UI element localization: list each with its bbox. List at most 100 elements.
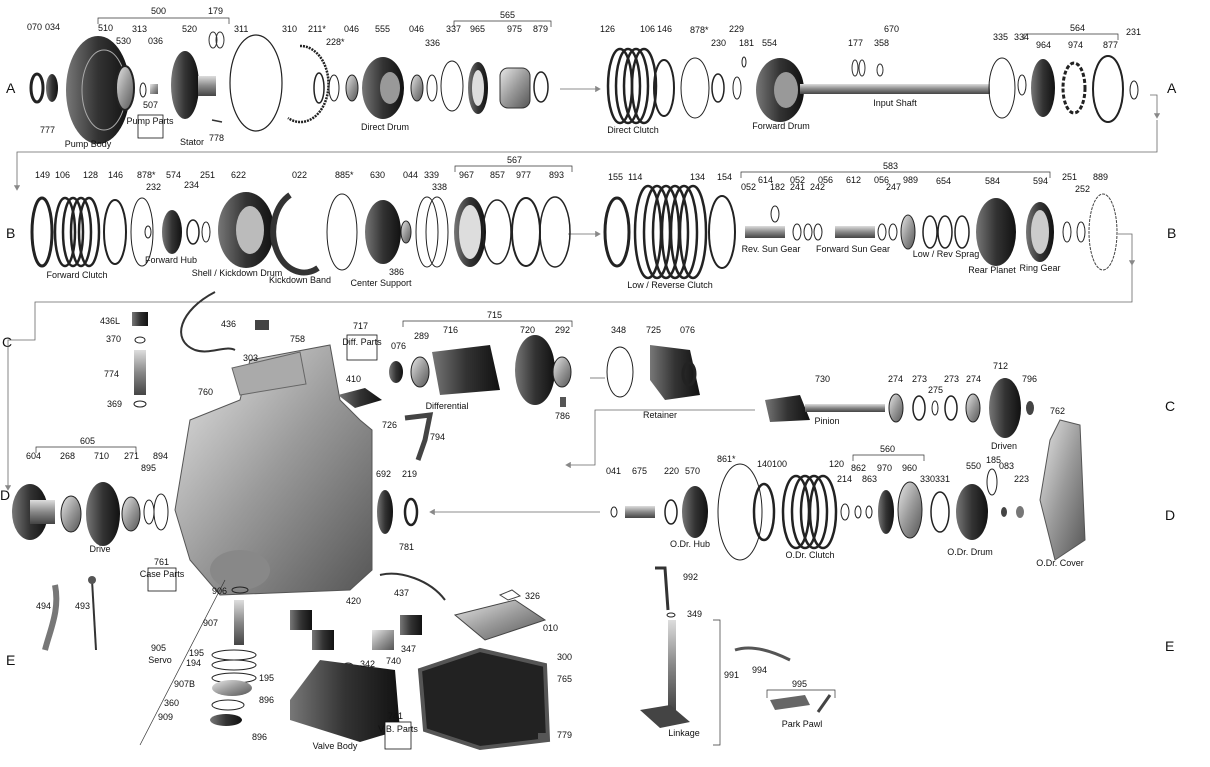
part-number-b-35: 989 (903, 175, 918, 185)
part-number-b-39: 251 (1062, 172, 1077, 182)
part-number-d-15: 100 (772, 459, 787, 469)
part-number-a-6: 507 (143, 100, 158, 110)
part-number-a-5: 036 (148, 36, 163, 46)
part-number-b-24: 154 (717, 172, 732, 182)
part-number-d-5: 894 (153, 451, 168, 461)
row-b-left: B (6, 225, 15, 241)
part-number-b-2: 128 (83, 170, 98, 180)
part-number-a-22: 879 (533, 24, 548, 34)
part-number-a-9: 179 (208, 6, 223, 16)
part-number-c-25: 273 (944, 374, 959, 384)
svg-text:564: 564 (1070, 23, 1085, 33)
svg-text:715: 715 (487, 310, 502, 320)
part-number-c-11: 794 (430, 432, 445, 442)
row-d-right: D (1165, 507, 1175, 523)
part-number-e-28: 994 (752, 665, 767, 675)
part-number-d-9: 041 (606, 466, 621, 476)
part-number-c-8: 410 (346, 374, 361, 384)
part-number-a-0: 070 (27, 22, 42, 32)
row-c-right: C (1165, 398, 1175, 414)
part-number-a-1: 034 (45, 22, 60, 32)
part-number-a-30: 554 (762, 38, 777, 48)
part-number-a-14: 228* (326, 37, 345, 47)
part-number-c-19: 725 (646, 325, 661, 335)
part-number-c-23: 273 (912, 374, 927, 384)
part-number-e-13: 896 (252, 732, 267, 742)
part-number-d-6: 692 (376, 469, 391, 479)
part-number-a-10: 778 (209, 133, 224, 143)
diff-parts-box: Diff. Parts (342, 337, 382, 347)
part-number-a-15: 046 (344, 24, 359, 34)
svg-text:500: 500 (151, 6, 166, 16)
part-number-a-18: 336 (425, 38, 440, 48)
part-number-b-41: 889 (1093, 172, 1108, 182)
part-number-d-4: 895 (141, 463, 156, 473)
part-number-d-11: 220 (664, 466, 679, 476)
row-a-right: A (1167, 80, 1177, 96)
svg-text:Forward Sun Gear: Forward Sun Gear (816, 244, 890, 254)
part-number-a-23: 126 (600, 24, 615, 34)
part-number-d-8: 781 (399, 542, 414, 552)
svg-text:Retainer: Retainer (643, 410, 677, 420)
part-number-e-12: 909 (158, 712, 173, 722)
part-number-a-8: 520 (182, 24, 197, 34)
part-number-b-40: 252 (1075, 184, 1090, 194)
part-number-a-21: 975 (507, 24, 522, 34)
part-number-a-11: 311 (234, 24, 248, 34)
part-number-e-23: 765 (557, 674, 572, 684)
part-number-d-23: 331 (935, 474, 950, 484)
row-e-left: E (6, 652, 15, 668)
svg-text:Low / Rev Sprag: Low / Rev Sprag (913, 249, 980, 259)
part-number-d-16: 120 (829, 459, 844, 469)
svg-text:O.Dr. Hub: O.Dr. Hub (670, 539, 710, 549)
flow-arrows (4, 85, 1161, 516)
part-number-e-0: 494 (36, 601, 51, 611)
part-captions: Pump Body Stator Direct Drum Direct Clut… (46, 98, 1083, 751)
part-number-a-4: 313 (132, 24, 147, 34)
part-number-d-0: 604 (26, 451, 41, 461)
row-b-parts (30, 184, 1118, 280)
part-number-a-2: 510 (98, 23, 113, 33)
part-number-a-28: 229 (729, 24, 744, 34)
part-number-d-7: 219 (402, 469, 417, 479)
row-c-left: C (2, 334, 12, 350)
svg-text:Direct Clutch: Direct Clutch (607, 125, 659, 135)
part-number-b-4: 878* (137, 170, 156, 180)
part-number-d-21: 960 (902, 463, 917, 473)
part-number-d-26: 083 (999, 461, 1014, 471)
part-number-e-7: 194 (186, 658, 201, 668)
part-number-a-38: 877 (1103, 40, 1118, 50)
row-a-parts (29, 31, 1139, 144)
part-number-c-12: 076 (391, 341, 406, 351)
part-number-b-13: 386 (389, 267, 404, 277)
svg-text:Center Support: Center Support (350, 278, 412, 288)
svg-text:567: 567 (507, 155, 522, 165)
part-number-b-30: 242 (810, 182, 825, 192)
pump-parts-box: Pump Parts (126, 116, 174, 126)
part-number-b-27: 182 (770, 182, 785, 192)
svg-text:Differential: Differential (426, 401, 469, 411)
part-number-c-0: 436L (100, 316, 120, 326)
part-number-e-14: 420 (346, 596, 361, 606)
svg-text:Forward Hub: Forward Hub (145, 255, 197, 265)
part-number-a-36: 964 (1036, 40, 1051, 50)
svg-text:Rear Planet: Rear Planet (968, 265, 1016, 275)
part-number-a-24: 106 (640, 24, 655, 34)
svg-text:O.Dr. Cover: O.Dr. Cover (1036, 558, 1084, 568)
svg-text:Valve Body: Valve Body (313, 741, 358, 751)
part-number-b-21: 155 (608, 172, 623, 182)
svg-text:605: 605 (80, 436, 95, 446)
part-number-a-7: 777 (40, 125, 55, 135)
part-number-d-24: 550 (966, 461, 981, 471)
part-number-a-3: 530 (116, 36, 131, 46)
group-brackets: 500 565 564 567 583 715 605 560 995 (35, 6, 1119, 746)
part-number-c-2: 774 (104, 369, 119, 379)
row-c-d-parts (12, 291, 1086, 596)
part-number-b-16: 338 (432, 182, 447, 192)
part-number-b-31: 056 (818, 175, 833, 185)
part-number-b-6: 574 (166, 170, 181, 180)
row-d-left: D (0, 487, 10, 503)
part-number-c-24: 275 (928, 385, 943, 395)
svg-text:560: 560 (880, 444, 895, 454)
part-number-a-39: 231 (1126, 27, 1141, 37)
